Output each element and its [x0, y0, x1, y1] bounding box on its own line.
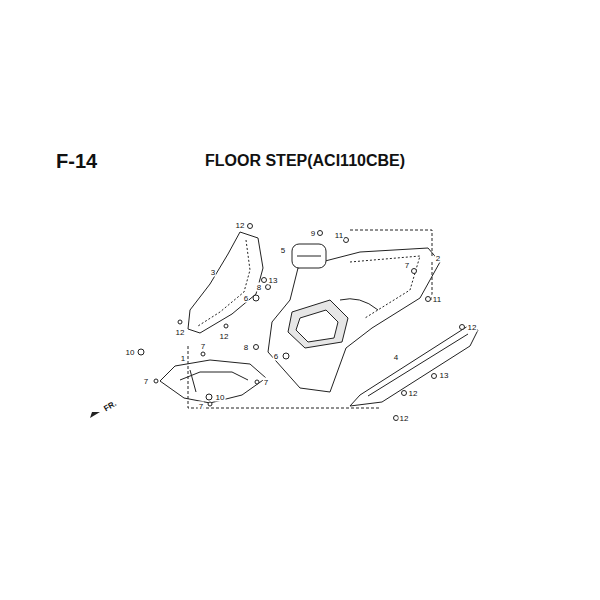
diagram-title: FLOOR STEP(ACI110CBE): [205, 152, 405, 170]
callout-number: 13: [268, 276, 279, 285]
front-marker: FR.: [101, 398, 118, 413]
callout-number: 6: [273, 352, 279, 361]
callout-number: 11: [334, 231, 344, 240]
callout-number: 3: [210, 268, 216, 277]
figure-code: F-14: [56, 150, 97, 173]
callout-number: 1: [180, 354, 186, 363]
callout-number: 7: [200, 342, 206, 351]
callout-number: 7: [404, 261, 410, 270]
callout-number: 7: [263, 378, 269, 387]
callout-number: 10: [215, 393, 226, 402]
callout-number: 12: [399, 414, 410, 423]
callout-number: 5: [280, 246, 286, 255]
callout-number: 13: [439, 371, 450, 380]
callout-number: 11: [432, 295, 442, 304]
callout-number: 4: [393, 353, 399, 362]
callout-number: 12: [408, 389, 419, 398]
callout-number: 2: [435, 254, 441, 263]
callout-number: 10: [125, 348, 136, 357]
callout-number: 7: [198, 402, 204, 411]
callout-number: 12: [175, 328, 186, 337]
callout-number: 12: [235, 221, 246, 230]
callout-number: 6: [243, 294, 249, 303]
callout-number: 7: [143, 377, 149, 386]
callout-number: 9: [310, 229, 316, 238]
callout-number: 8: [243, 343, 249, 352]
callout-number: 8: [256, 283, 262, 292]
callout-number: 12: [467, 323, 478, 332]
callout-number: 12: [219, 332, 230, 341]
